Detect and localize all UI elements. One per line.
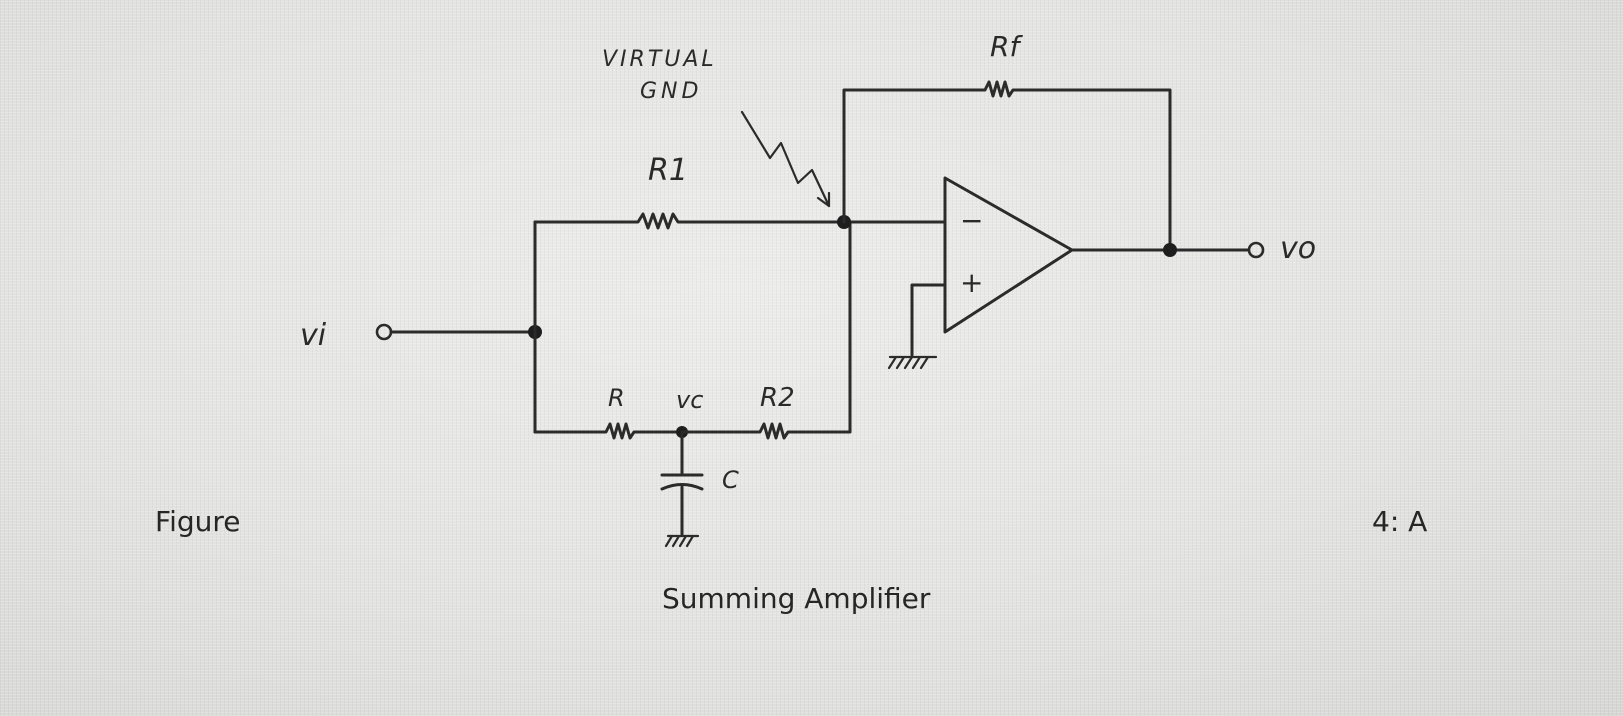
virtual-gnd-label-line2: GND: [640, 79, 702, 104]
opamp-ground-icon: [887, 355, 938, 370]
r2-label: R2: [760, 383, 795, 413]
vo-label: vo: [1280, 231, 1316, 266]
output-node-dot: [1163, 243, 1177, 257]
figure-number: 4: A: [1372, 505, 1428, 538]
r-branch-wire: [533, 422, 684, 440]
capacitor-plate-bottom: [660, 483, 704, 491]
virtual-gnd-arrowhead: [816, 191, 831, 208]
vi-input-terminal: [375, 323, 393, 341]
vc-label: vc: [676, 386, 703, 414]
opamp-plus-label: +: [960, 266, 983, 299]
figure-word: Figure: [155, 505, 241, 538]
virtual-gnd-label-line1: VIRTUAL: [602, 47, 717, 72]
vo-output-terminal: [1247, 241, 1265, 259]
r2-branch-wire: [680, 220, 852, 440]
noninverting-ground-wire: [910, 283, 947, 357]
capacitor-ground-icon: [664, 534, 700, 548]
rf-label: Rf: [990, 30, 1023, 63]
c-label: C: [722, 466, 739, 494]
opamp-minus-label: −: [960, 204, 983, 237]
vi-label: vi: [300, 318, 327, 353]
r1-branch-wire: [533, 212, 840, 230]
feedback-wire: [842, 80, 1172, 252]
r-label: R: [608, 384, 625, 412]
r1-label: R1: [648, 153, 688, 188]
opamp-triangle: [943, 176, 1074, 334]
virtual-gnd-arrow: [740, 110, 831, 208]
figure-title: Summing Amplifier: [662, 582, 931, 615]
